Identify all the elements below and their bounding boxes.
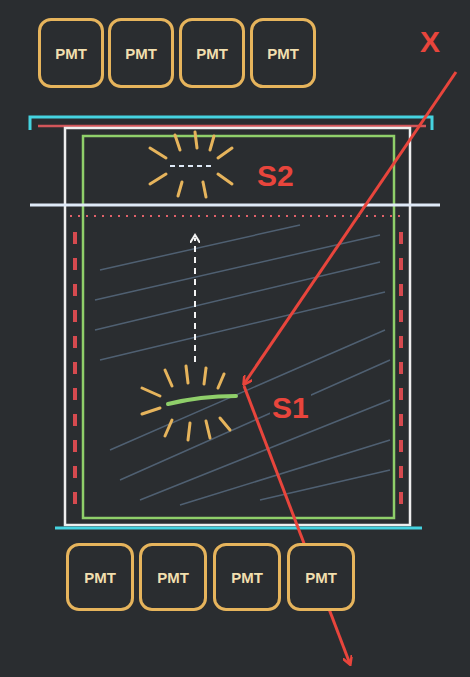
pmt-label: PMT (55, 45, 87, 62)
pmt-box: PMT (38, 18, 104, 88)
pmt-box: PMT (287, 543, 355, 611)
signal-label: S1 (270, 392, 311, 424)
pmt-label: PMT (84, 569, 116, 586)
cathode (55, 527, 422, 530)
gate-grid (70, 215, 405, 217)
pmt-label: PMT (267, 45, 299, 62)
s1-light (142, 366, 230, 440)
s1-track (168, 396, 236, 404)
vessel-wall (65, 128, 410, 525)
pmt-label: PMT (157, 569, 189, 586)
pmt-box: PMT (213, 543, 281, 611)
pmt-box: PMT (179, 18, 245, 88)
tpc-wall (83, 136, 394, 518)
field-ring (75, 232, 401, 504)
pmt-box: PMT (139, 543, 207, 611)
pmt-label: PMT (231, 569, 263, 586)
pmt-label: PMT (196, 45, 228, 62)
pmt-box: PMT (108, 18, 174, 88)
s2-light (150, 132, 232, 197)
pmt-box: PMT (250, 18, 316, 88)
particle-label: X (418, 26, 442, 58)
liquid-surface (30, 204, 440, 207)
chalk-scribble (95, 225, 390, 505)
incoming-particle (244, 72, 456, 384)
pmt-label: PMT (125, 45, 157, 62)
s2-electrons (170, 165, 214, 167)
drift-arrow (194, 238, 196, 362)
outgoing-particle (244, 386, 350, 664)
pmt-label: PMT (305, 569, 337, 586)
pmt-box: PMT (66, 543, 134, 611)
signal-label: S2 (255, 160, 296, 192)
